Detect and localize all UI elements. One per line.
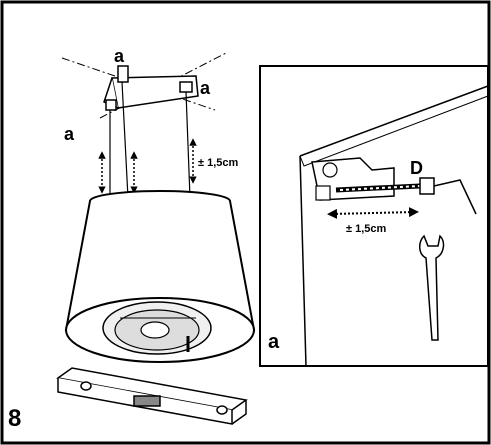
label-screw-d: D <box>410 158 423 178</box>
label-a-top: a <box>114 46 125 66</box>
step-number: 8 <box>8 405 21 432</box>
label-height-adjust: ± 1,5cm <box>198 157 239 169</box>
spirit-level <box>56 367 248 425</box>
label-screw-adjust: ± 1,5cm <box>346 223 387 235</box>
height-arrows <box>98 138 197 194</box>
label-detail-a: a <box>268 331 280 353</box>
label-a-left: a <box>64 124 75 144</box>
label-a-right: a <box>200 78 211 98</box>
detail-box <box>259 65 489 367</box>
hood-body <box>64 190 256 363</box>
ceiling-bracket <box>61 51 229 119</box>
